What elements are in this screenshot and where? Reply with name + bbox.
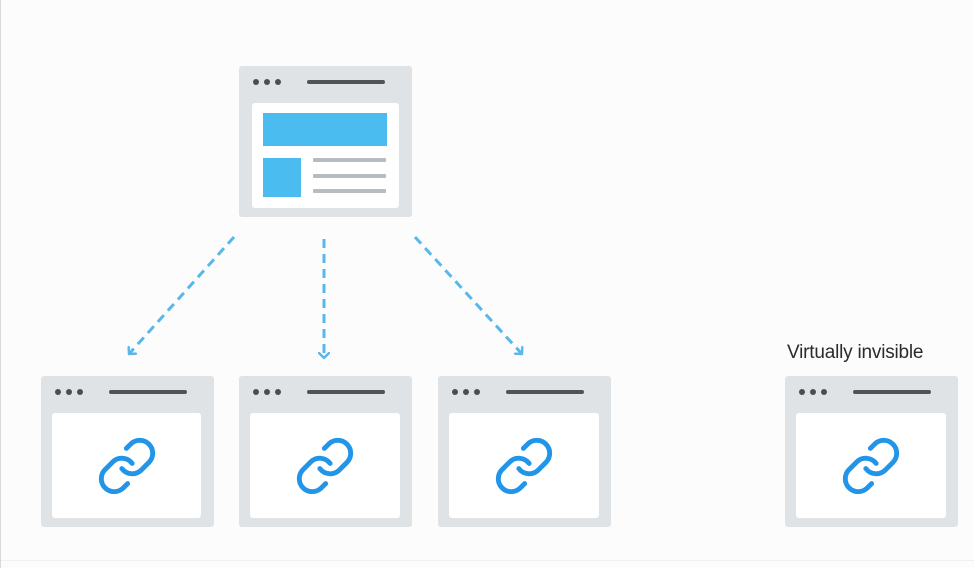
window-title-bar [307, 80, 385, 84]
window-dot [66, 389, 72, 395]
window-dot [253, 389, 259, 395]
linked-page-content [250, 413, 400, 518]
window-dot [253, 79, 259, 85]
window-dot [452, 389, 458, 395]
window-dot [264, 79, 270, 85]
window-dot [275, 389, 281, 395]
linked-page-content [449, 413, 599, 518]
linked-page-window-3 [438, 376, 611, 527]
window-dot [474, 389, 480, 395]
window-dot [77, 389, 83, 395]
bottom-divider [1, 560, 974, 561]
dashed-arrow-right [413, 235, 522, 354]
linked-page-window-1 [41, 376, 214, 527]
window-dot [275, 79, 281, 85]
text-line [313, 158, 386, 162]
link-icon [842, 437, 900, 495]
window-title-bar [853, 390, 931, 394]
link-icon [495, 437, 553, 495]
dashed-arrow-left [129, 235, 236, 354]
source-page-window [239, 66, 412, 217]
virtually-invisible-caption: Virtually invisible [787, 342, 924, 363]
linked-page-window-2 [239, 376, 412, 527]
window-title-bar [109, 390, 187, 394]
window-dot [799, 389, 805, 395]
header-block [263, 113, 387, 146]
window-dot [55, 389, 61, 395]
window-dot [463, 389, 469, 395]
image-block [263, 158, 301, 197]
window-dot [821, 389, 827, 395]
text-line [313, 189, 386, 193]
window-title-bar [506, 390, 584, 394]
window-dot [810, 389, 816, 395]
window-title-bar [307, 390, 385, 394]
source-page-content [252, 103, 399, 208]
window-dot [264, 389, 270, 395]
isolated-page-content [796, 413, 946, 518]
linked-page-content [52, 413, 201, 518]
link-icon [296, 437, 354, 495]
text-line [313, 174, 386, 178]
isolated-page-window [785, 376, 958, 527]
link-icon [98, 437, 156, 495]
